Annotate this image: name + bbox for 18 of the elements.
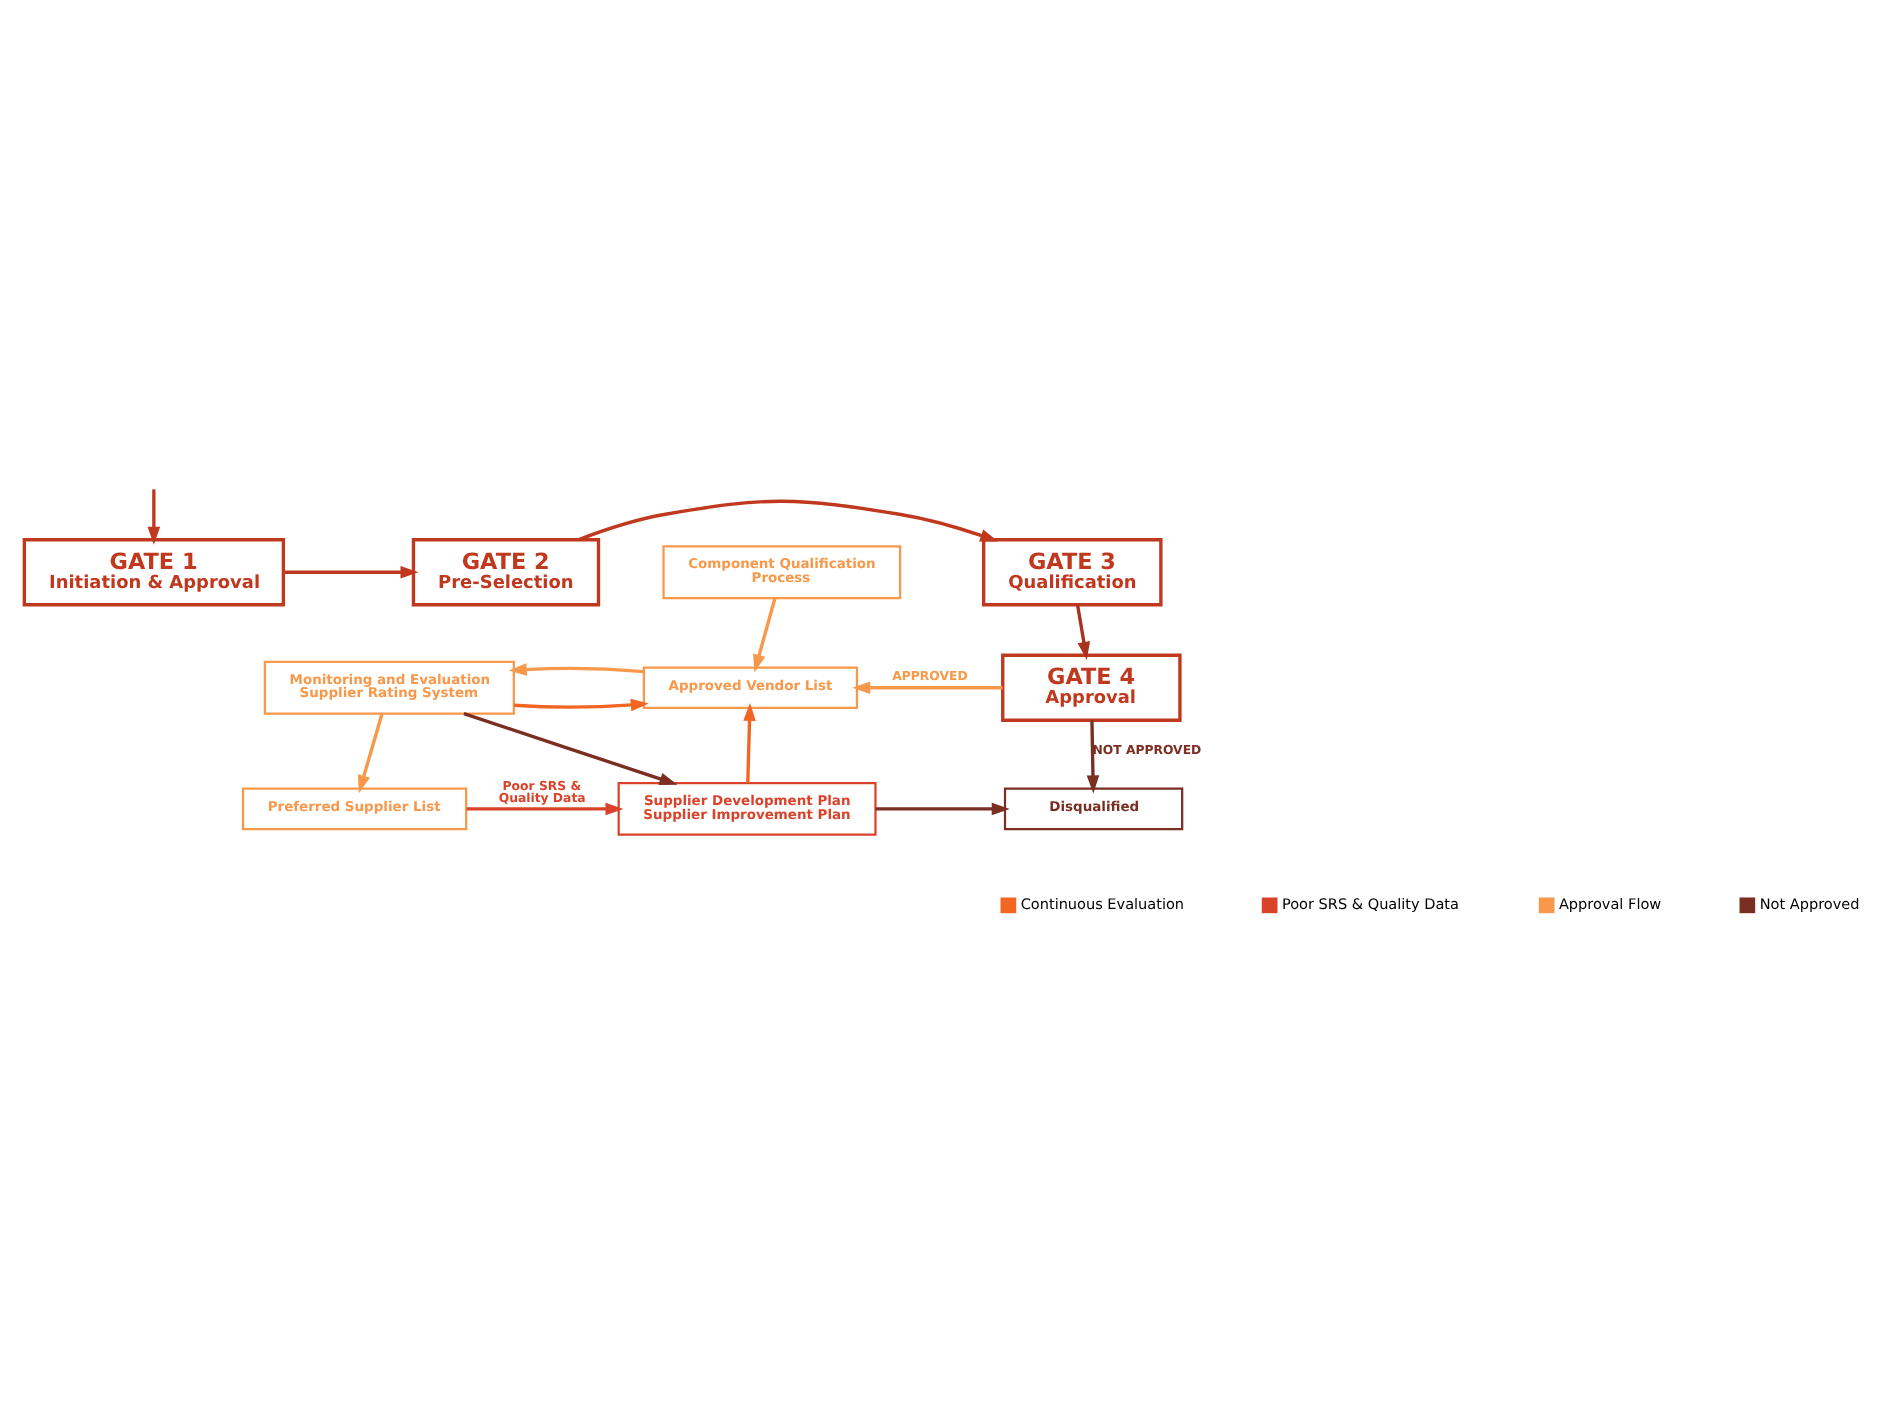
arrow [874, 802, 1009, 816]
arrow [462, 712, 677, 785]
arrow [1074, 604, 1090, 660]
arrow [1085, 720, 1099, 794]
arrow [282, 566, 418, 579]
arrow [742, 702, 755, 783]
arrow [465, 802, 623, 816]
node-box: GATE 3 Qualification [981, 538, 1162, 607]
arrow [851, 681, 1002, 695]
arrow [146, 489, 160, 545]
arrow [507, 663, 643, 676]
node-box: GATE 4 Approval [1000, 653, 1181, 722]
node-box: GATE 1 Initiation & Approval [21, 538, 285, 607]
arrow [576, 499, 998, 542]
arrow [752, 598, 776, 673]
node-box: GATE 2 Pre-Selection [410, 538, 600, 607]
arrow [512, 698, 648, 712]
arrow [356, 713, 383, 794]
